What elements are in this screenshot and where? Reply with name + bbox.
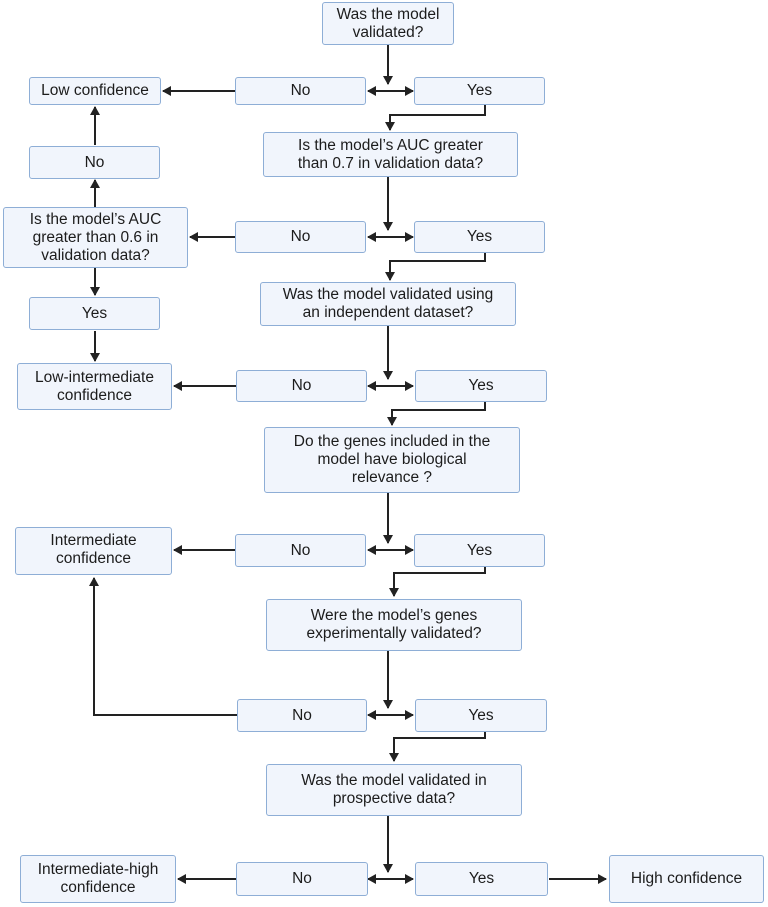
arrow-q3-yes-to-q4	[387, 402, 486, 426]
arrow-q4-yes-to-q5	[389, 567, 486, 597]
answer-no-independent-dataset: No	[236, 370, 367, 402]
arrow-q5-no-to-int	[89, 577, 237, 716]
outcome-high-confidence: High confidence	[609, 855, 764, 903]
answer-no-experimentally-validated: No	[237, 699, 367, 732]
answer-no-auc-0-6: No	[29, 146, 160, 179]
answer-no-auc-0-7: No	[235, 221, 366, 253]
outcome-low-confidence: Low confidence	[29, 77, 161, 105]
answer-no-prospective-data: No	[236, 862, 368, 896]
question-auc-above-0-7: Is the model’s AUC greater than 0.7 in v…	[263, 132, 518, 177]
answer-yes-biological-relevance: Yes	[414, 534, 545, 567]
answer-yes-auc-0-7: Yes	[414, 221, 545, 253]
arrow-q5-yes-to-q6	[389, 731, 486, 762]
answer-yes-independent-dataset: Yes	[415, 370, 547, 402]
answer-yes-experimentally-validated: Yes	[415, 699, 547, 732]
arrow-q2-yes-to-q3	[385, 253, 486, 281]
question-independent-dataset: Was the model validated using an indepen…	[260, 282, 516, 326]
question-prospective-data: Was the model validated in prospective d…	[266, 764, 522, 816]
answer-yes-auc-0-6: Yes	[29, 297, 160, 330]
question-model-validated: Was the model validated?	[322, 2, 454, 45]
question-experimentally-validated: Were the model’s genes experimentally va…	[266, 599, 522, 651]
answer-yes-model-validated: Yes	[414, 77, 545, 105]
question-auc-above-0-6: Is the model’s AUC greater than 0.6 in v…	[3, 207, 188, 268]
outcome-intermediate-confidence: Intermediate confidence	[15, 527, 172, 575]
outcome-intermediate-high-confidence: Intermediate-high confidence	[20, 855, 176, 903]
arrow-q1-yes-to-q2	[385, 105, 486, 131]
question-biological-relevance: Do the genes included in the model have …	[264, 427, 520, 493]
answer-no-biological-relevance: No	[235, 534, 366, 567]
answer-yes-prospective-data: Yes	[415, 862, 548, 896]
answer-no-model-validated: No	[235, 77, 366, 105]
outcome-low-intermediate-confidence: Low-intermediate confidence	[17, 363, 172, 410]
